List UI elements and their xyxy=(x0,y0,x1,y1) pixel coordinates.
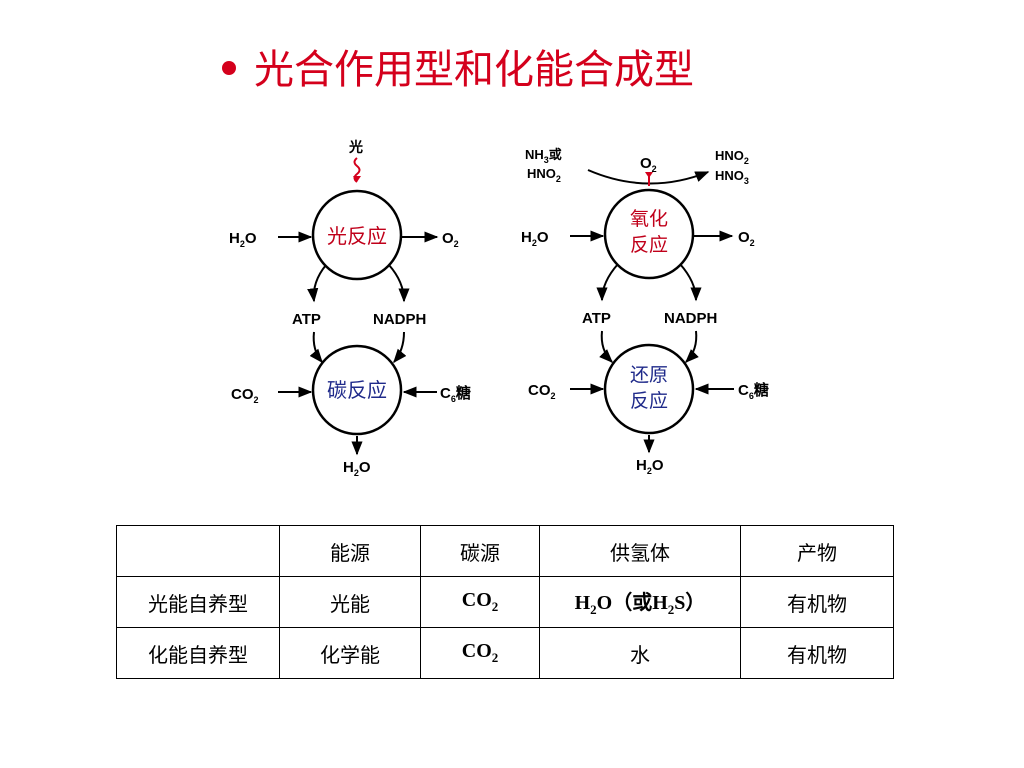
table-row: 化能自养型 化学能 CO2 水 有机物 xyxy=(116,627,894,679)
hno2-output-label: HNO2 xyxy=(715,148,749,166)
right-h2o-output-label: H2O xyxy=(636,457,664,476)
table-header-cell xyxy=(116,525,280,577)
co2-input-label: CO2 xyxy=(231,386,259,405)
nadph-arrow xyxy=(388,264,410,303)
oxidation-node xyxy=(603,188,695,280)
right-atp-to-reduction-arrow xyxy=(599,330,613,363)
right-sugar-label: C6糖 xyxy=(738,381,769,401)
o2-output-label: O2 xyxy=(442,230,459,249)
energy-cell: 化学能 xyxy=(279,627,421,679)
autotroph-comparison-table: 能源 碳源 供氢体 产物 光能自养型 光能 CO2 H2O（或H2S） 有机物 … xyxy=(116,525,894,679)
metabolism-diagrams: 光 光反应 H2O O2 ATP NADPH 碳反应 CO2 C6糖 H2O N… xyxy=(229,139,769,478)
nadph-label: NADPH xyxy=(373,311,426,328)
right-h2o-input-label: H2O xyxy=(521,229,549,248)
slide-title-text: 光合作用型和化能合成型 xyxy=(254,47,694,93)
h2o-input-label: H2O xyxy=(229,230,257,249)
table-header-cell: 碳源 xyxy=(420,525,540,577)
carbon-reaction-label: 碳反应 xyxy=(327,378,387,402)
h2o-output-label: H2O xyxy=(343,459,371,478)
atp-arrow xyxy=(307,264,327,303)
table-header-cell: 供氢体 xyxy=(539,525,741,577)
table-row: 光能自养型 光能 CO2 H2O（或H2S） 有机物 xyxy=(116,576,894,628)
nadph-to-carbon-arrow xyxy=(393,331,407,364)
table-header-row: 能源 碳源 供氢体 产物 xyxy=(116,525,894,577)
right-co2-input-label: CO2 xyxy=(528,382,556,401)
right-nadph-to-reduction-arrow xyxy=(685,330,699,363)
o2-top-label: O2 xyxy=(640,155,657,174)
carbon-reaction-node xyxy=(311,344,403,436)
carbon-cell: CO2 xyxy=(420,627,540,679)
slide-title: 光合作用型和化能合成型 xyxy=(222,44,694,96)
oxidation-label-line1: 氧化 xyxy=(630,208,668,230)
type-cell: 化能自养型 xyxy=(116,627,280,679)
atp-to-carbon-arrow xyxy=(309,331,323,364)
bullet-icon xyxy=(222,61,236,75)
hydrogen-cell: 水 xyxy=(539,627,741,679)
reduction-label-line1: 还原 xyxy=(630,364,668,386)
right-atp-label: ATP xyxy=(582,310,611,327)
nh3-label: NH3或 xyxy=(525,147,562,165)
light-reaction-label: 光反应 xyxy=(327,224,387,248)
light-reaction-node xyxy=(311,189,403,281)
light-arrow-icon xyxy=(353,176,361,182)
right-atp-arrow xyxy=(596,263,619,302)
product-cell: 有机物 xyxy=(740,627,894,679)
hno3-output-label: HNO3 xyxy=(715,168,749,186)
photosynthesis-diagram: 光 光反应 H2O O2 ATP NADPH 碳反应 CO2 C6糖 H2O xyxy=(229,139,471,478)
right-nadph-arrow xyxy=(679,263,702,302)
hno2-input-label: HNO2 xyxy=(527,166,561,184)
atp-label: ATP xyxy=(292,311,321,328)
reduction-label-line2: 反应 xyxy=(630,390,668,412)
sugar-label: C6糖 xyxy=(440,384,471,404)
light-label: 光 xyxy=(348,139,363,156)
oxidation-label-line2: 反应 xyxy=(630,234,668,256)
energy-cell: 光能 xyxy=(279,576,421,628)
type-cell: 光能自养型 xyxy=(116,576,280,628)
carbon-cell: CO2 xyxy=(420,576,540,628)
chemosynthesis-diagram: NH3或 HNO2 O2 HNO2 HNO3 氧化 反应 H2O O2 ATP … xyxy=(521,147,769,476)
product-cell: 有机物 xyxy=(740,576,894,628)
table-header-cell: 能源 xyxy=(279,525,421,577)
reduction-node xyxy=(603,343,695,435)
right-o2-output-label: O2 xyxy=(738,229,755,248)
right-nadph-label: NADPH xyxy=(664,310,717,327)
hydrogen-cell: H2O（或H2S） xyxy=(539,576,741,628)
table-header-cell: 产物 xyxy=(740,525,894,577)
